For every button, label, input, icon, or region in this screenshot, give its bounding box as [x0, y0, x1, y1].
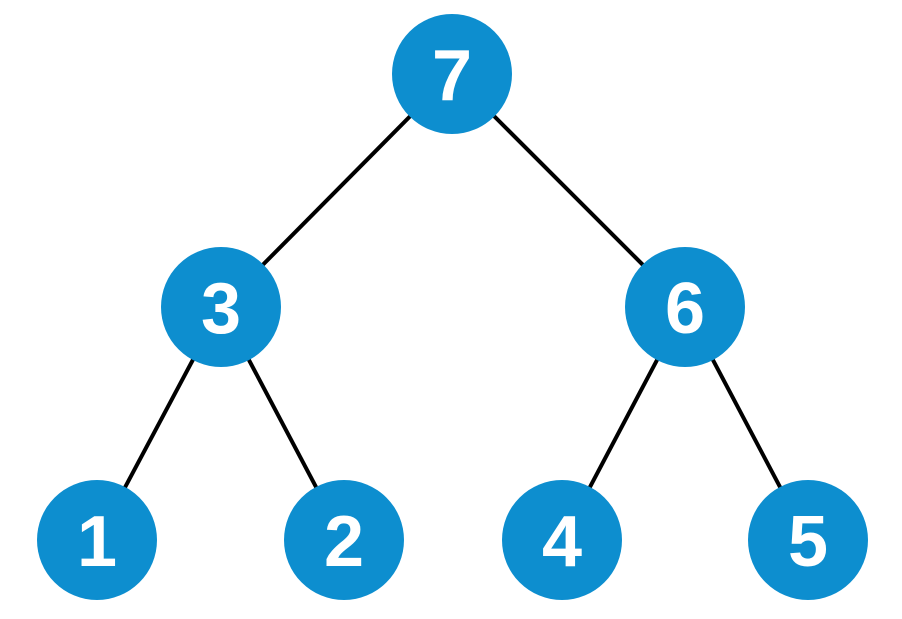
tree-node-circle[interactable]	[502, 480, 622, 600]
tree-node-circle[interactable]	[37, 480, 157, 600]
tree-node-circle[interactable]	[625, 247, 745, 367]
tree-node-label: 5	[788, 502, 828, 582]
tree-node-label: 1	[77, 502, 117, 582]
tree-node-label: 6	[665, 269, 705, 349]
tree-node-circle[interactable]	[161, 247, 281, 367]
tree-node[interactable]: 5	[748, 480, 868, 600]
tree-node-label: 4	[542, 502, 582, 582]
tree-node[interactable]: 1	[37, 480, 157, 600]
tree-node-circle[interactable]	[748, 480, 868, 600]
tree-node[interactable]: 2	[284, 480, 404, 600]
tree-node[interactable]: 3	[161, 247, 281, 367]
tree-node[interactable]: 4	[502, 480, 622, 600]
tree-node-circle[interactable]	[284, 480, 404, 600]
tree-node-label: 2	[324, 502, 364, 582]
tree-node[interactable]: 7	[392, 14, 512, 134]
tree-node-label: 3	[201, 269, 241, 349]
tree-node[interactable]: 6	[625, 247, 745, 367]
tree-node-label: 7	[432, 36, 472, 116]
tree-node-circle[interactable]	[392, 14, 512, 134]
nodes-layer: 7 3 6 1 2 4 5	[37, 14, 868, 600]
